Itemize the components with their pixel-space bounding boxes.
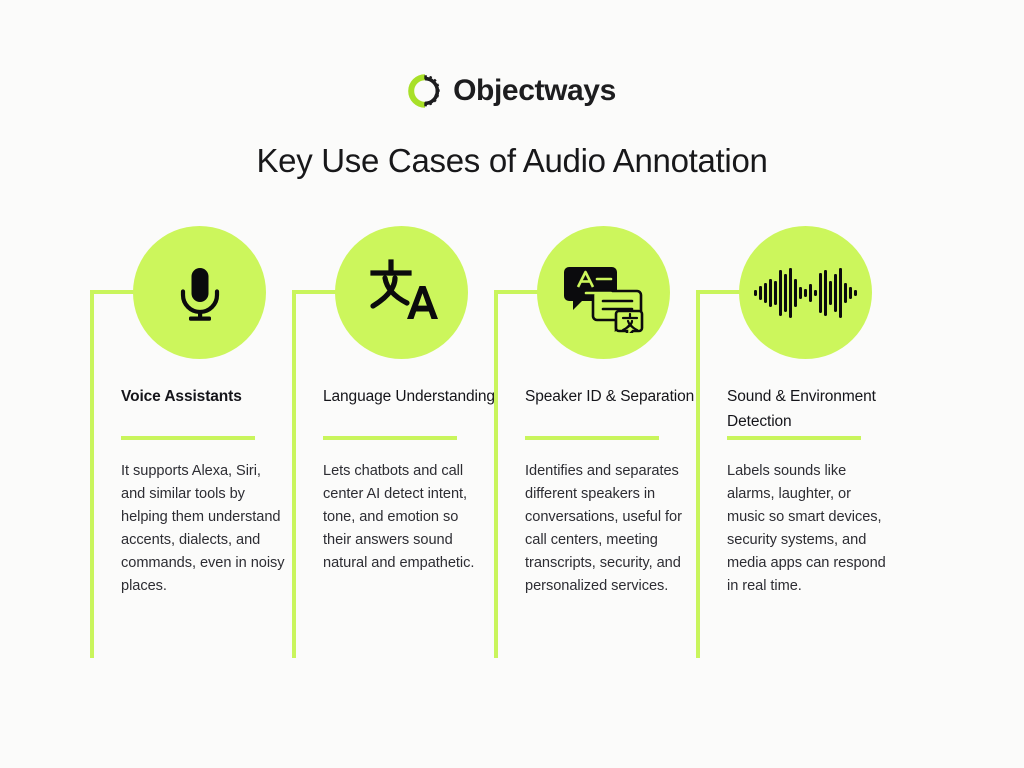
- use-case-column-language-understanding: Language Understanding Lets chatbots and…: [290, 226, 495, 666]
- heading-underline: [323, 436, 457, 440]
- icon-badge: [133, 226, 266, 359]
- column-body-text: Labels sounds like alarms, laughter, or …: [727, 463, 886, 594]
- objectways-gear-ring-logo: [408, 74, 442, 108]
- connector-vertical: [696, 290, 700, 658]
- audio-waveform-icon: [753, 265, 858, 321]
- column-heading: Sound & Environment Detection: [727, 388, 876, 431]
- heading-underline: [525, 436, 659, 440]
- column-body-text: Lets chatbots and call center AI detect …: [323, 463, 475, 571]
- column-heading: Voice Assistants: [121, 388, 242, 405]
- connector-horizontal: [90, 290, 144, 294]
- connector-vertical: [494, 290, 498, 658]
- brand-name: Objectways: [453, 74, 616, 107]
- speech-bubbles-translate-icon: [563, 253, 644, 333]
- column-heading: Speaker ID & Separation: [525, 388, 695, 405]
- use-case-columns: Voice Assistants It supports Alexa, Siri…: [88, 226, 936, 666]
- translate-language-icon: [365, 256, 439, 330]
- use-case-column-sound-environment-detection: Sound & Environment Detection Labels sou…: [694, 226, 896, 666]
- use-case-column-speaker-id-separation: Speaker ID & Separation Identifies and s…: [492, 226, 694, 666]
- connector-vertical: [292, 290, 296, 658]
- connector-horizontal: [696, 290, 750, 294]
- icon-badge: [335, 226, 468, 359]
- heading-underline: [121, 436, 255, 440]
- icon-badge: [537, 226, 670, 359]
- connector-horizontal: [292, 290, 346, 294]
- column-body-text: Identifies and separates different speak…: [525, 463, 682, 594]
- microphone-icon: [167, 260, 233, 326]
- brand-logo: Objectways: [0, 74, 1024, 108]
- page-title: Key Use Cases of Audio Annotation: [256, 142, 768, 179]
- column-heading: Language Understanding: [323, 388, 495, 405]
- icon-badge: [739, 226, 872, 359]
- use-case-column-voice-assistants: Voice Assistants It supports Alexa, Siri…: [88, 226, 290, 666]
- connector-horizontal: [494, 290, 548, 294]
- heading-underline: [727, 436, 861, 440]
- connector-vertical: [90, 290, 94, 658]
- column-body-text: It supports Alexa, Siri, and similar too…: [121, 463, 285, 594]
